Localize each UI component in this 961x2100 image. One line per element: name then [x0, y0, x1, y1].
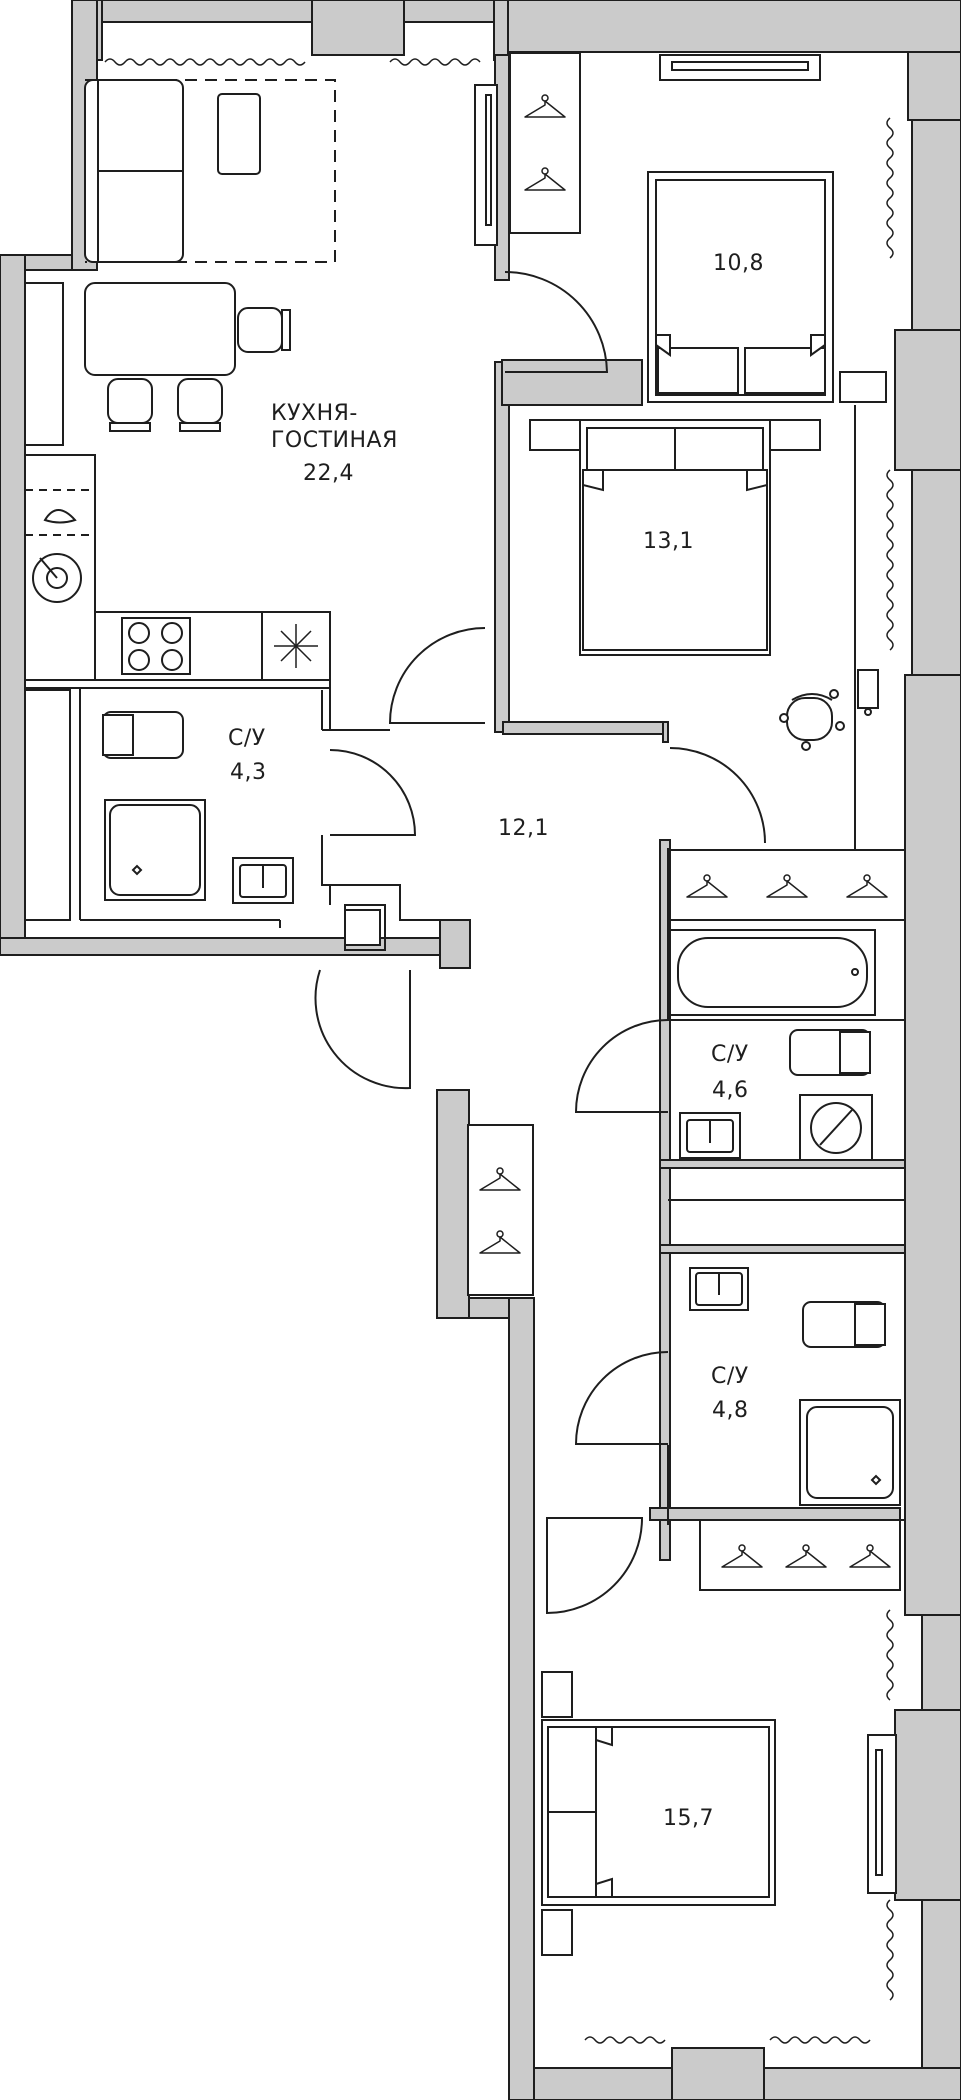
room-labels: КУХНЯ- ГОСТИНАЯ 22,4 10,8 13,1 12,1 С/У …	[228, 251, 764, 1831]
bath-low-area: 4,8	[712, 1398, 749, 1423]
bedroom-bottom-area: 15,7	[663, 1806, 714, 1831]
bedroom-bottom-furniture	[541, 1671, 897, 1956]
bath-mid-area: 4,6	[712, 1078, 749, 1103]
bedroom-mid-furniture	[529, 419, 879, 751]
curtains	[104, 58, 894, 2044]
hall-area: 12,1	[498, 816, 549, 841]
bedroom-top-area: 10,8	[713, 251, 764, 276]
bedroom-top-furniture	[474, 52, 887, 403]
bedroom-mid-area: 13,1	[643, 529, 694, 554]
living-area: 22,4	[303, 461, 354, 486]
living-name-line2: ГОСТИНАЯ	[271, 428, 398, 453]
bath-left-area: 4,3	[230, 760, 267, 785]
bath-low-name: С/У	[711, 1364, 749, 1389]
living-furniture	[24, 79, 336, 681]
side-cabinet	[24, 282, 64, 446]
dining-table	[84, 282, 236, 376]
bath-mid-name: С/У	[711, 1042, 749, 1067]
bath-left-name: С/У	[228, 726, 266, 751]
bath-low-fixtures	[689, 1267, 901, 1506]
doors	[314, 271, 766, 1615]
wardrobes	[467, 849, 906, 1591]
coffee-table	[217, 93, 261, 175]
living-name-line1: КУХНЯ-	[271, 401, 358, 426]
bath-mid-fixtures	[669, 929, 876, 1161]
bath-left-fixtures	[24, 689, 381, 946]
